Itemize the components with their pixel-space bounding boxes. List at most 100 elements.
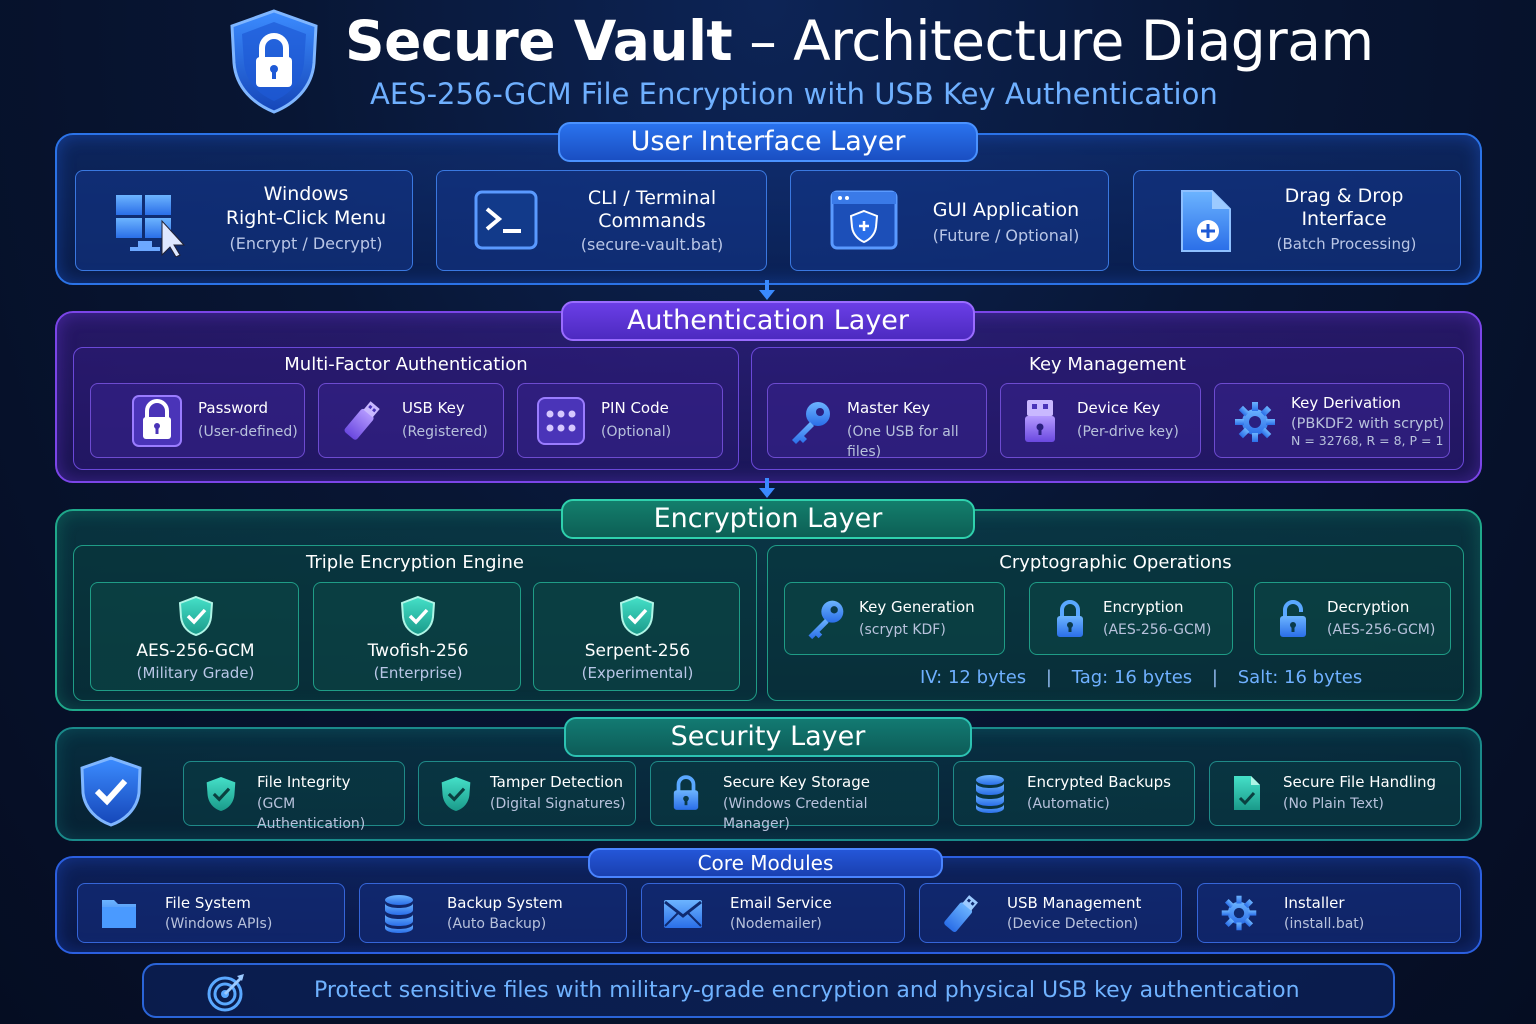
footer-banner: Protect sensitive files with military-gr… (142, 963, 1395, 1018)
item-name: Secure Key Storage (723, 773, 870, 791)
item-sub: (GCM Authentication) (257, 796, 366, 832)
folder-icon (100, 896, 138, 934)
item-sub: (No Plain Text) (1283, 796, 1384, 812)
item-name: Key Generation (859, 598, 975, 616)
param-salt: Salt: 16 bytes (1237, 667, 1363, 688)
item-extra: N = 32768, R = 8, P = 1 (1291, 433, 1444, 448)
flow-arrow-icon (757, 478, 777, 504)
sec-item-backups[interactable]: Encrypted Backups (Automatic) (953, 761, 1195, 826)
ui-card-cli[interactable]: CLI / Terminal Commands (secure-vault.ba… (436, 170, 767, 271)
padlock-icon (1054, 599, 1086, 643)
core-item-installer[interactable]: Installer (install.bat) (1197, 883, 1461, 943)
gear-icon (1220, 894, 1258, 936)
key-item-device[interactable]: Device Key (Per-drive key) (1000, 383, 1201, 458)
core-item-usb[interactable]: USB Management (Device Detection) (919, 883, 1182, 943)
engine-item-sub: (Military Grade) (136, 664, 255, 682)
keypad-icon (536, 396, 586, 450)
sec-item-key-storage[interactable]: Secure Key Storage (Windows Credential M… (650, 761, 939, 832)
key-item-derivation[interactable]: Key Derivation (PBKDF2 with scrypt) N = … (1214, 383, 1450, 458)
sec-item-integrity[interactable]: File Integrity (GCM Authentication) (183, 761, 405, 832)
item-name: Encryption (1103, 598, 1184, 616)
item-name: File System (165, 894, 251, 912)
ui-card-line1: Windows (263, 183, 349, 205)
engine-item-sub: (Enterprise) (373, 664, 463, 682)
item-name: Device Key (1077, 399, 1161, 417)
shield-check-icon (618, 595, 656, 641)
item-sub: (AES-256-GCM) (1103, 622, 1212, 638)
core-item-backup[interactable]: Backup System (Auto Backup) (359, 883, 627, 943)
triple-engine-title: Triple Encryption Engine (305, 552, 525, 573)
auth-layer-title: Authentication Layer (561, 301, 975, 341)
crypto-params: IV: 12 bytes | Tag: 16 bytes | Salt: 16 … (920, 666, 1362, 690)
gear-icon (1233, 400, 1277, 448)
shield-check-icon (204, 775, 238, 817)
engine-item-name: Twofish-256 (367, 641, 469, 661)
item-name: USB Key (402, 399, 465, 417)
item-name: Password (198, 399, 269, 417)
engine-item-name: AES-256-GCM (136, 641, 255, 661)
key-item-master[interactable]: Master Key (One USB for all files) (767, 383, 987, 460)
ui-card-gui[interactable]: GUI Application (Future / Optional) (790, 170, 1109, 271)
ui-card-line2: Commands (598, 210, 706, 232)
ui-card-sub: (Batch Processing) (1276, 235, 1417, 253)
item-name: Installer (1284, 894, 1345, 912)
sec-item-file-handling[interactable]: Secure File Handling (No Plain Text) (1209, 761, 1461, 826)
ui-card-line2: Right-Click Menu (225, 207, 387, 229)
item-sub: (Auto Backup) (447, 916, 547, 932)
ui-card-line1: GUI Application (932, 199, 1080, 221)
engine-item-name: Serpent-256 (584, 641, 691, 661)
item-sub: (User-defined) (198, 424, 298, 440)
core-item-file-system[interactable]: File System (Windows APIs) (77, 883, 345, 943)
param-tag: Tag: 16 bytes (1071, 667, 1193, 688)
param-separator: | (1211, 667, 1218, 688)
mfa-item-password[interactable]: Password (User-defined) (90, 383, 305, 458)
item-sub: (Device Detection) (1007, 916, 1139, 932)
ui-card-line2: Interface (1301, 208, 1387, 230)
engine-item-twofish[interactable]: Twofish-256 (Enterprise) (313, 582, 521, 691)
item-sub: (AES-256-GCM) (1327, 622, 1436, 638)
key-icon (803, 597, 847, 645)
page-title: Secure Vault – Architecture Diagram (345, 8, 1374, 74)
item-name: Backup System (447, 894, 563, 912)
target-icon (206, 972, 248, 1016)
item-sub: (Optional) (601, 424, 672, 440)
crypto-item-keygen[interactable]: Key Generation (scrypt KDF) (784, 582, 1005, 655)
secure-file-icon (1232, 774, 1262, 816)
shield-check-large-icon (78, 755, 144, 831)
shield-check-icon (177, 595, 215, 641)
engine-item-serpent[interactable]: Serpent-256 (Experimental) (533, 582, 740, 691)
item-name: File Integrity (257, 773, 351, 791)
crypto-item-decrypt[interactable]: Decryption (AES-256-GCM) (1254, 582, 1451, 655)
footer-text: Protect sensitive files with military-gr… (314, 978, 1300, 1003)
mfa-group-title: Multi-Factor Authentication (284, 354, 528, 375)
windows-cursor-icon (112, 191, 188, 261)
usb-key-icon (339, 398, 383, 450)
ui-card-sub: (Future / Optional) (932, 226, 1080, 245)
item-name: Secure File Handling (1283, 773, 1437, 791)
item-sub: (Automatic) (1027, 796, 1110, 812)
item-name: Key Derivation (1291, 394, 1401, 412)
padlock-icon (131, 394, 183, 452)
crypto-item-encrypt[interactable]: Encryption (AES-256-GCM) (1029, 582, 1233, 655)
title-rest: – Architecture Diagram (732, 9, 1374, 73)
enc-layer-title: Encryption Layer (561, 499, 975, 539)
database-icon (974, 774, 1006, 818)
title-bold: Secure Vault (345, 9, 733, 73)
ui-card-sub: (secure-vault.bat) (580, 235, 724, 254)
terminal-icon (473, 189, 539, 255)
usb-lock-icon (1023, 398, 1057, 448)
ui-card-drag-drop[interactable]: Drag & Drop Interface (Batch Processing) (1133, 170, 1461, 271)
item-sub: (Registered) (402, 424, 488, 440)
engine-item-sub: (Experimental) (581, 664, 694, 682)
ui-card-right-click[interactable]: Windows Right-Click Menu (Encrypt / Decr… (75, 170, 413, 271)
envelope-icon (662, 898, 704, 934)
mfa-item-pin[interactable]: PIN Code (Optional) (517, 383, 723, 458)
sec-item-tamper[interactable]: Tamper Detection (Digital Signatures) (418, 761, 636, 826)
item-sub: (Nodemailer) (730, 916, 822, 932)
engine-item-aes[interactable]: AES-256-GCM (Military Grade) (90, 582, 299, 691)
item-name: Tamper Detection (490, 773, 624, 791)
ui-card-line1: Drag & Drop (1284, 185, 1404, 207)
core-item-email[interactable]: Email Service (Nodemailer) (641, 883, 905, 943)
mfa-item-usb-key[interactable]: USB Key (Registered) (318, 383, 504, 458)
flow-arrow-icon (757, 280, 777, 306)
